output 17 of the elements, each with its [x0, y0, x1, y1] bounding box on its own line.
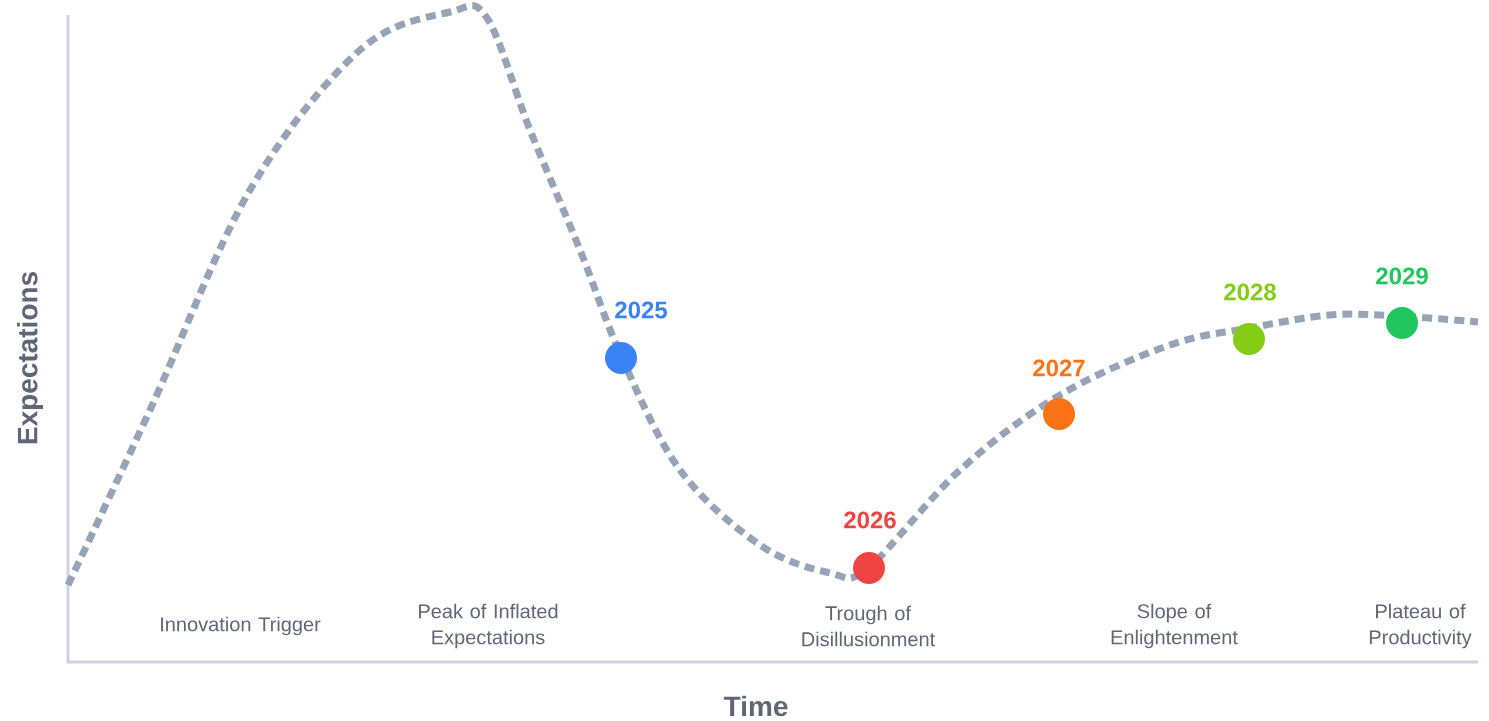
milestone-dot [853, 552, 885, 584]
phase-label: Peak of Inflated Expectations [419, 603, 558, 649]
year-label: 2026 [844, 511, 896, 529]
phase-label: Innovation Trigger [161, 616, 321, 636]
year-label: 2029 [1376, 267, 1428, 285]
axis-title: Expectations [16, 272, 44, 444]
year-label: 2025 [615, 301, 667, 319]
milestone-dot [1386, 307, 1418, 339]
milestone-dot [1043, 398, 1075, 430]
axis-title: Time [723, 695, 788, 717]
year-label: 2027 [1033, 359, 1085, 377]
milestone-dot [605, 342, 637, 374]
phase-label: Plateau of Productivity [1369, 603, 1472, 649]
phase-label: Trough of Disillusionment [802, 605, 936, 647]
milestone-dot [1233, 323, 1265, 355]
year-label: 2028 [1224, 283, 1276, 301]
phase-label: Slope of Enlightenment [1111, 603, 1238, 649]
